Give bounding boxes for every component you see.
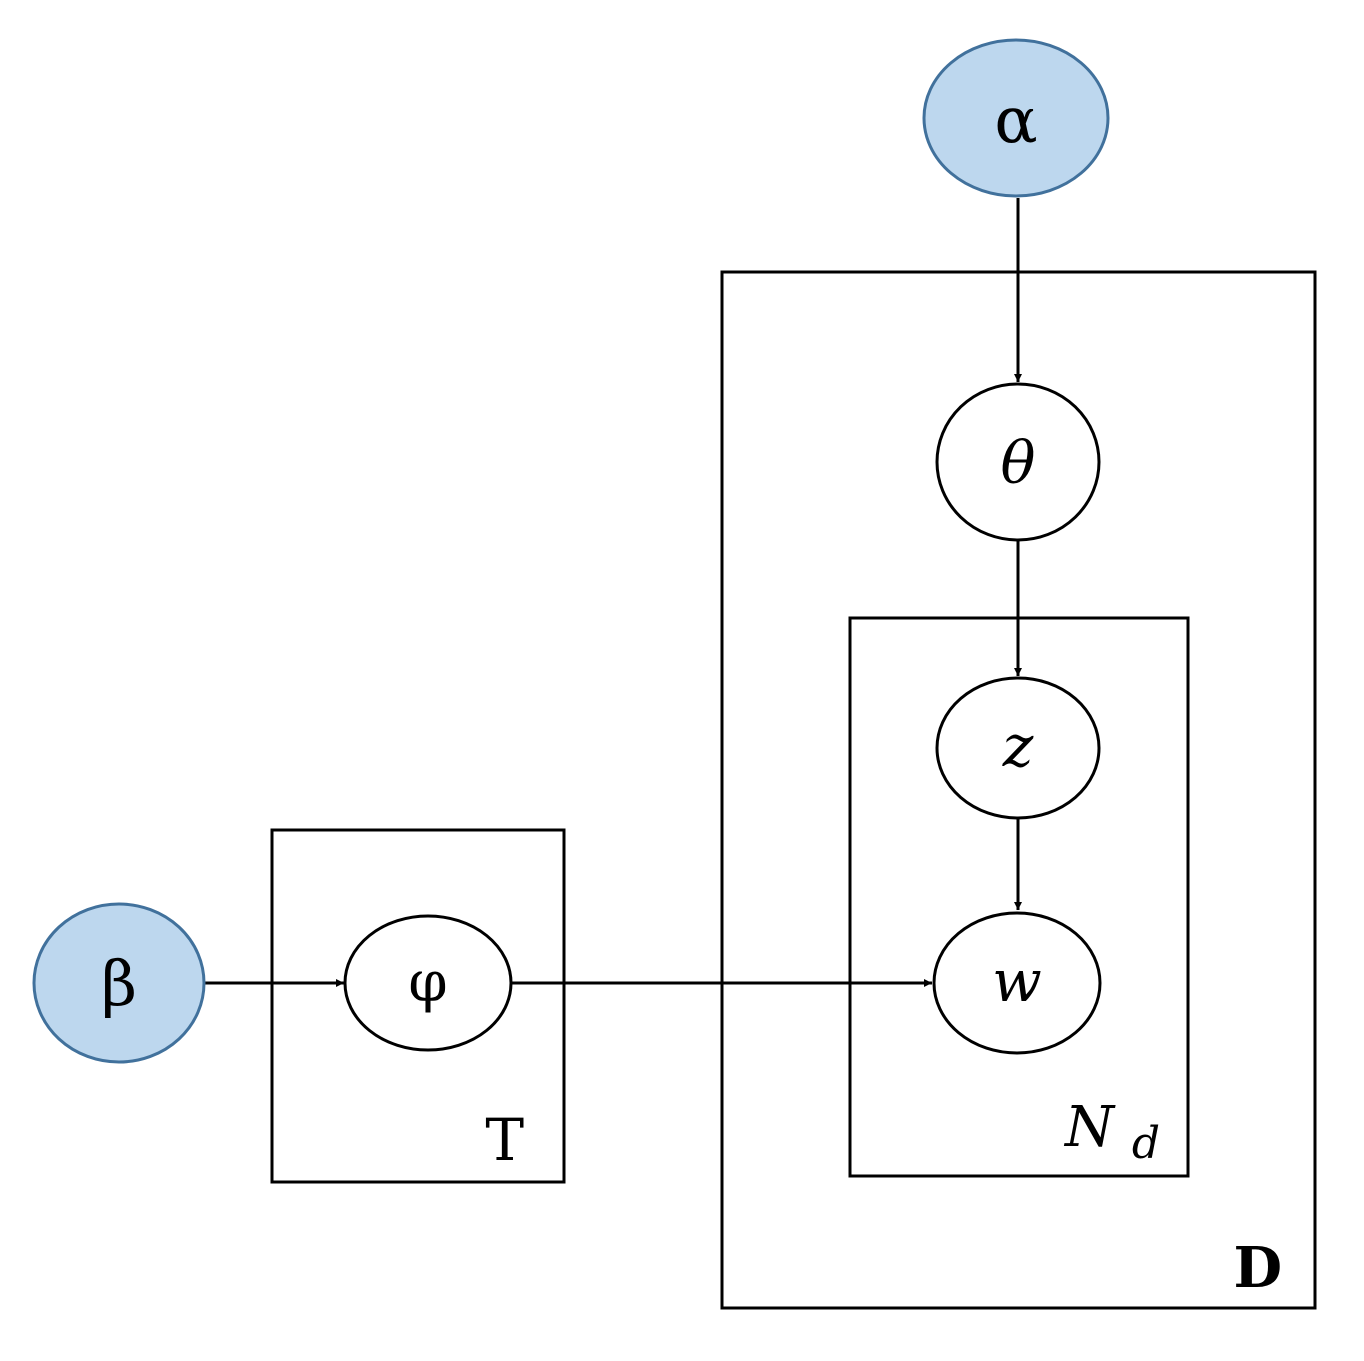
node-z: z: [935, 676, 1101, 820]
node-w-label: w: [992, 947, 1042, 1015]
node-phi-shape: [343, 914, 513, 1052]
node-beta-shape: [32, 902, 206, 1064]
plate-t: [270, 828, 566, 1184]
node-theta-label: θ: [1001, 429, 1036, 497]
plate-d-label: D: [1233, 1235, 1282, 1301]
node-phi-label: φ: [408, 950, 447, 1015]
node-w-shape: [932, 911, 1102, 1055]
node-beta: β: [32, 902, 206, 1064]
node-w: w: [932, 911, 1102, 1055]
node-z-shape: [935, 676, 1101, 820]
node-z-label: z: [1002, 712, 1034, 780]
node-phi: φ: [343, 914, 513, 1052]
plate-n-letter: N: [1063, 1095, 1116, 1160]
node-beta-label: β: [101, 947, 137, 1020]
node-alpha-shape: [922, 38, 1110, 198]
plate-t-label: T: [485, 1106, 524, 1174]
node-theta-shape: [935, 382, 1101, 542]
node-alpha-label: α: [994, 84, 1037, 158]
node-alpha: α: [922, 38, 1110, 198]
plate-n-label: N d: [1063, 1095, 1160, 1169]
plate-n-subscript: d: [1132, 1118, 1160, 1169]
node-theta: θ: [935, 382, 1101, 542]
